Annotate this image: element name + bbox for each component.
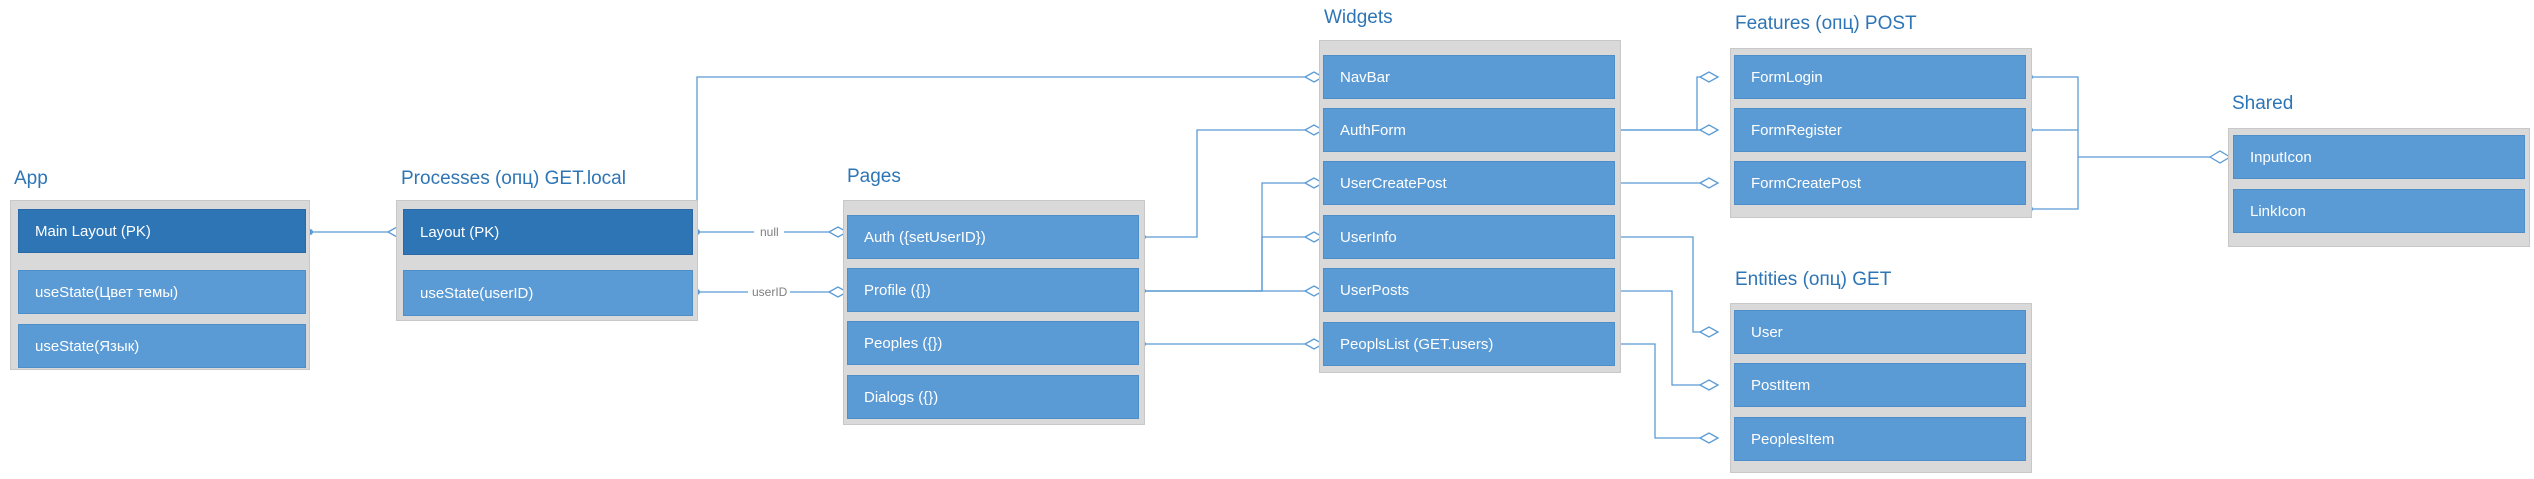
node-user[interactable]: User (1734, 310, 2026, 354)
group-title-processes: Processes (опц) GET.local (401, 168, 626, 189)
node-auth-page[interactable]: Auth ({setUserID}) (847, 215, 1139, 259)
node-peoplslist[interactable]: PeoplsList (GET.users) (1323, 322, 1615, 366)
node-formcreatepost[interactable]: FormCreatePost (1734, 161, 2026, 205)
node-navbar[interactable]: NavBar (1323, 55, 1615, 99)
edge-userinfo-to-user (1618, 236, 1718, 333)
group-title-widgets: Widgets (1324, 7, 1393, 28)
edge-peoplslist-to-peoplesitem (1618, 343, 1718, 439)
node-layout[interactable]: Layout (PK) (403, 209, 693, 255)
edge-userposts-to-postitem (1618, 290, 1718, 386)
node-formregister[interactable]: FormRegister (1734, 108, 2026, 152)
node-peoplesitem[interactable]: PeoplesItem (1734, 417, 2026, 461)
node-main-layout[interactable]: Main Layout (PK) (18, 209, 306, 253)
diamond-inputicon (2208, 150, 2232, 164)
edge-label-null: null (760, 225, 779, 239)
node-authform[interactable]: AuthForm (1323, 108, 1615, 152)
node-userposts[interactable]: UserPosts (1323, 268, 1615, 312)
group-title-pages: Pages (847, 166, 901, 187)
node-profile-page[interactable]: Profile ({}) (847, 268, 1139, 312)
diamond-peoplesitem (1698, 432, 1720, 444)
edge-authform-to-formlogin (1618, 76, 1718, 131)
node-userinfo[interactable]: UserInfo (1323, 215, 1615, 259)
node-peoples-page[interactable]: Peoples ({}) (847, 321, 1139, 365)
diamond-postitem (1698, 379, 1720, 391)
diamond-formcreatepost (1698, 177, 1720, 189)
diamond-formregister (1698, 124, 1720, 136)
diamond-formlogin (1698, 71, 1720, 83)
edge-formlogin-to-inputicon (2030, 76, 2079, 157)
node-formlogin[interactable]: FormLogin (1734, 55, 2026, 99)
group-title-features: Features (опц) POST (1735, 13, 1917, 34)
node-linkicon[interactable]: LinkIcon (2233, 189, 2525, 233)
node-usestate-language[interactable]: useState(Язык) (18, 324, 306, 368)
edge-layout-to-navbar (696, 76, 1305, 232)
group-title-entities: Entities (опц) GET (1735, 269, 1892, 290)
group-title-app: App (14, 168, 48, 189)
node-inputicon[interactable]: InputIcon (2233, 135, 2525, 179)
group-title-shared: Shared (2232, 93, 2294, 114)
edge-profile-to-userinfo (1143, 236, 1305, 292)
node-usercreatepost[interactable]: UserCreatePost (1323, 161, 1615, 205)
edge-formcreatepost-to-inputicon (2030, 157, 2079, 210)
diamond-user (1698, 326, 1720, 338)
node-usestate-userid[interactable]: useState(userID) (403, 270, 693, 316)
edge-auth-to-authform (1143, 129, 1305, 238)
node-dialogs-page[interactable]: Dialogs ({}) (847, 375, 1139, 419)
node-postitem[interactable]: PostItem (1734, 363, 2026, 407)
edge-label-userid: userID (752, 285, 788, 299)
node-usestate-theme[interactable]: useState(Цвет темы) (18, 270, 306, 314)
